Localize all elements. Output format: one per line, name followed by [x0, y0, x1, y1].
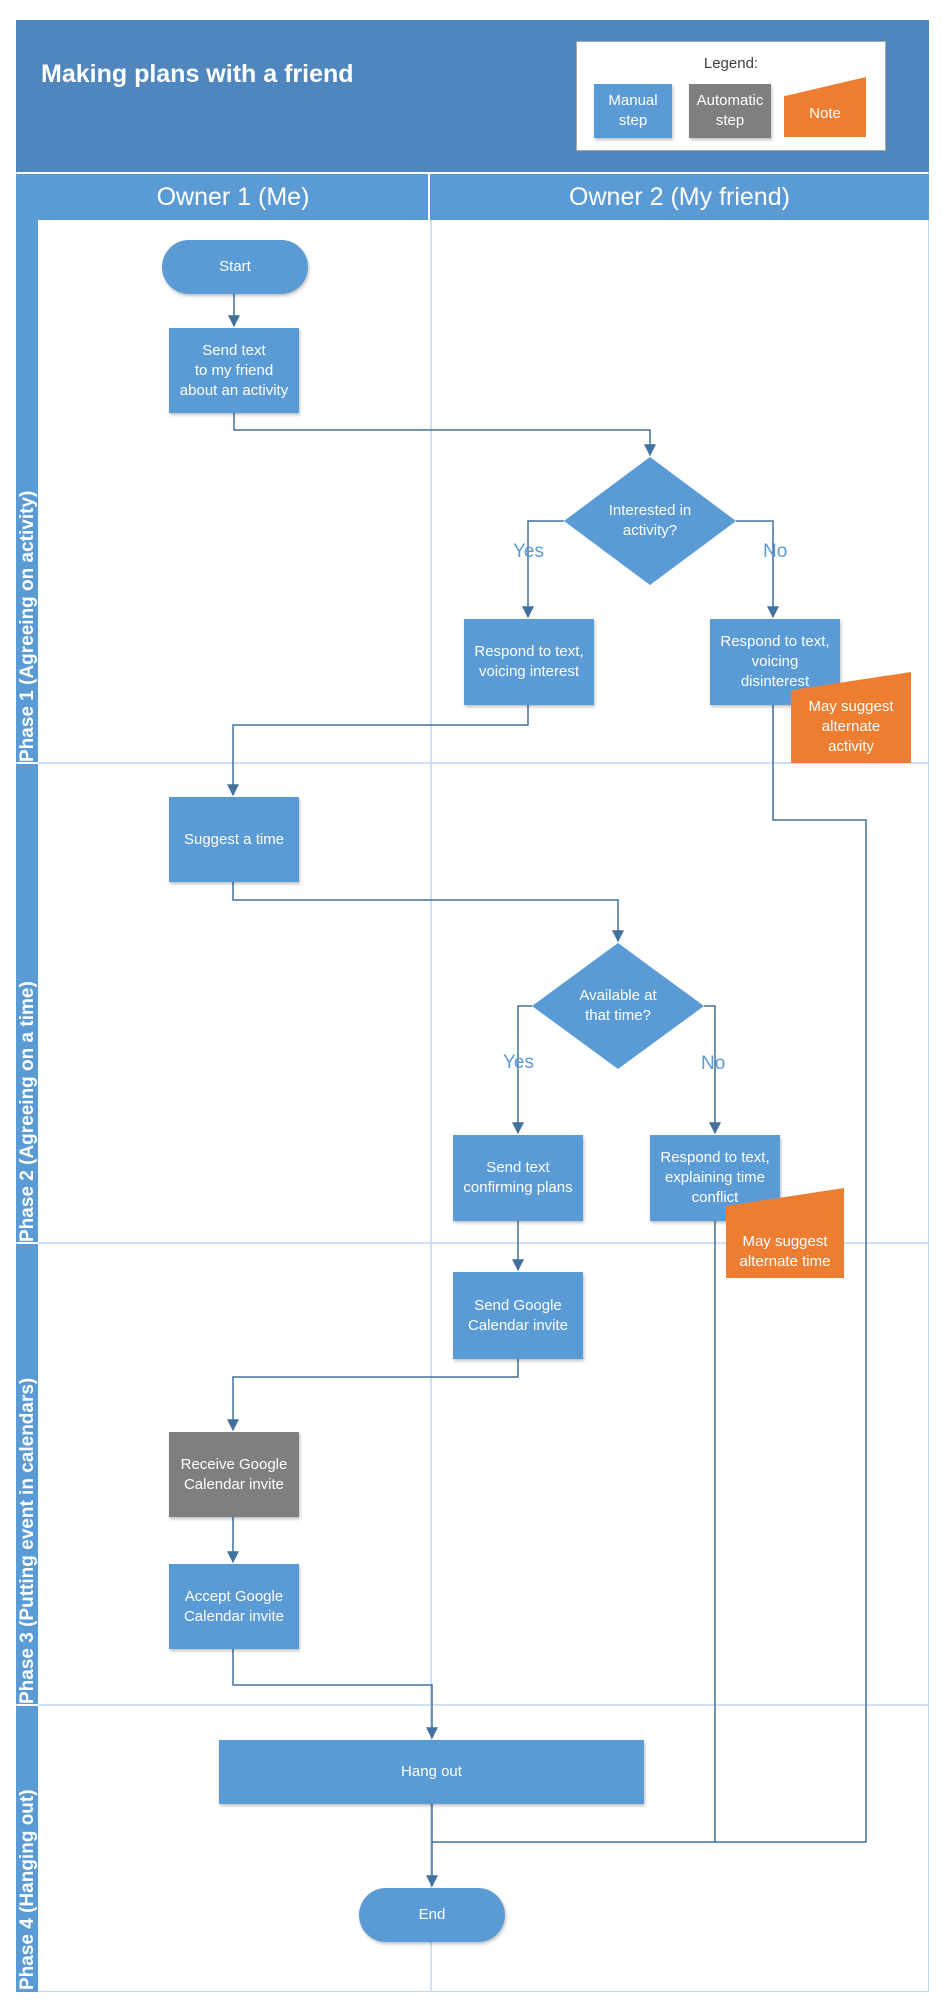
connector-suggest-available — [232, 882, 624, 943]
branch-no-1: No — [763, 541, 788, 562]
send-text-step: Send text to my friend about an activity — [169, 328, 299, 413]
hang-out-step: Hang out — [219, 1740, 644, 1804]
confirm-plans-step: Send text confirming plans — [453, 1135, 583, 1221]
connector-send-interested — [233, 413, 656, 457]
phase-bar-1 — [16, 174, 38, 762]
receive-invite-step: Receive Google Calendar invite — [169, 1432, 299, 1517]
start-node: Start — [162, 240, 308, 294]
respond-disinterest-step: Respond to text, voicing disinterest — [710, 619, 840, 705]
legend-automatic-step: Automatic step — [689, 84, 771, 138]
connector-disinterest-end — [432, 705, 867, 1843]
connector-interested-yes — [522, 520, 564, 619]
suggest-time-step: Suggest a time — [169, 797, 299, 882]
branch-no-2: No — [701, 1053, 726, 1074]
respond-interest-step: Respond to text, voicing interest — [464, 619, 594, 705]
phase-bar-2 — [16, 764, 38, 1242]
branch-yes-2: Yes — [503, 1052, 534, 1073]
legend-heading: Legend: — [703, 55, 759, 72]
phase-bar-3 — [16, 1244, 38, 1704]
end-node: End — [359, 1888, 505, 1942]
connector-invite-receive — [227, 1359, 519, 1432]
connector-available-no — [704, 1005, 721, 1135]
phase-bar-4 — [16, 1706, 38, 1992]
lane-header-owner-2: Owner 2 (My friend) — [430, 174, 929, 220]
branch-yes-1: Yes — [513, 541, 544, 562]
decision-diamond-interested — [564, 457, 736, 585]
decision-interested-label: Interested in activity? — [608, 502, 692, 539]
send-invite-step: Send Google Calendar invite — [453, 1272, 583, 1359]
decision-diamond-available — [532, 943, 704, 1069]
decision-available-label: Available at that time? — [579, 987, 657, 1024]
accept-invite-step: Accept Google Calendar invite — [169, 1564, 299, 1649]
connector-interested-no — [736, 520, 779, 619]
lane-header-owner-1: Owner 1 (Me) — [38, 174, 428, 220]
note-alternate-activity: May suggest alternate activity — [791, 672, 911, 763]
diagram-title: Making plans with a friend — [41, 60, 354, 88]
note-alternate-time: May suggest alternate time — [726, 1188, 844, 1278]
legend-manual-step: Manual step — [594, 84, 672, 138]
connector-interest-suggest — [227, 705, 529, 797]
connector-available-yes — [512, 1005, 532, 1135]
connector-accept-hangout — [232, 1649, 438, 1740]
